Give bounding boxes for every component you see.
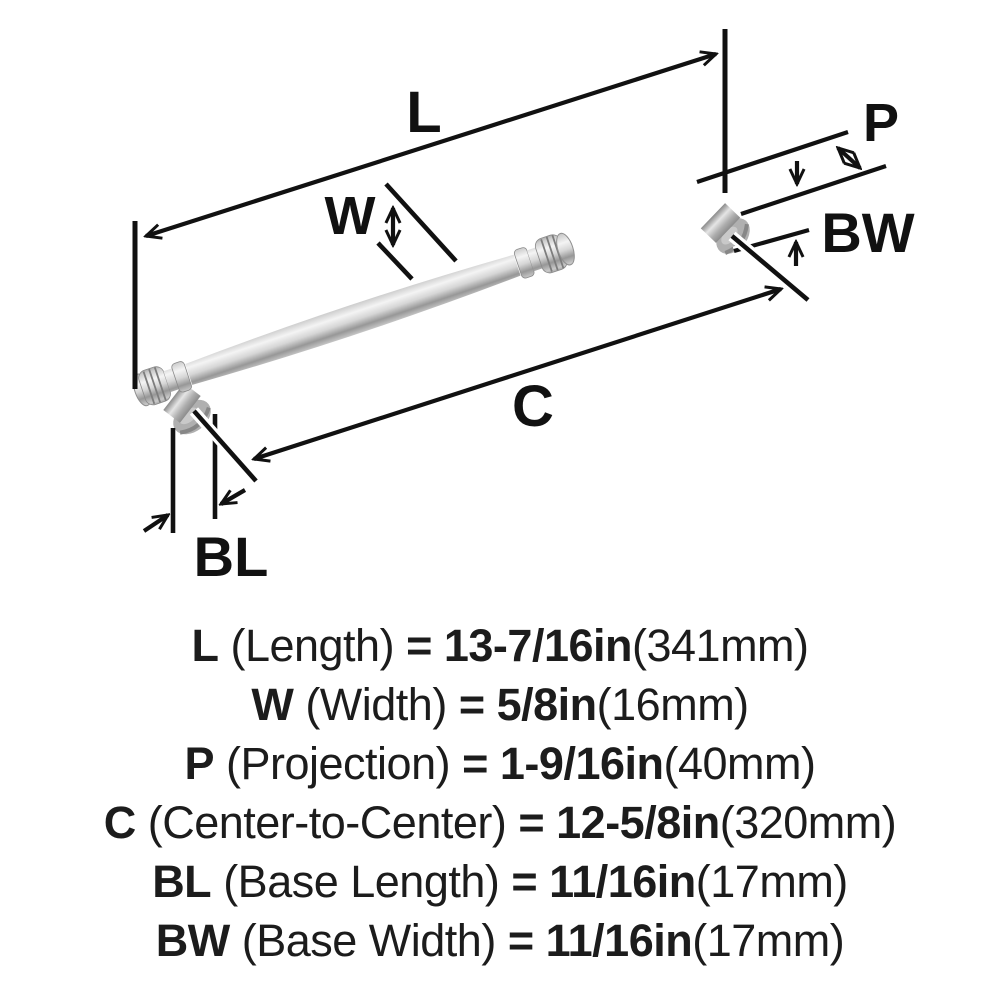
- spec-metric: (341mm): [632, 620, 809, 671]
- spec-equals: =: [458, 679, 497, 730]
- spec-code: C: [103, 797, 137, 848]
- dimension-w: [376, 182, 458, 281]
- handle-bar: [185, 254, 521, 385]
- label-width: W: [325, 186, 376, 246]
- label-base-width: BW: [821, 201, 914, 264]
- l-dimension-line: [146, 54, 716, 236]
- spec-line-projection: P (Projection) = 1-9/16in(40mm): [5, 734, 995, 793]
- dimension-spec-list: L (Length) = 13-7/16in(341mm) W (Width) …: [5, 616, 995, 970]
- c-dimension-line: [254, 289, 781, 459]
- spec-line-base-width: BW (Base Width) = 11/16in(17mm): [5, 911, 995, 970]
- handle-bar-assembly: [132, 232, 575, 407]
- spec-line-length: L (Length) = 13-7/16in(341mm): [5, 616, 995, 675]
- dimension-c: [189, 231, 812, 485]
- spec-value: 11/16in: [549, 856, 696, 907]
- spec-code: P: [184, 738, 215, 789]
- c-right-extent-tick: [730, 234, 810, 302]
- spec-metric: (320mm): [719, 797, 897, 848]
- label-base-length: BL: [194, 525, 269, 588]
- spec-equals: =: [507, 915, 546, 966]
- left-mounting-post: [163, 383, 201, 423]
- dimension-l: [132, 29, 728, 389]
- spec-equals: =: [518, 797, 557, 848]
- p-double-arrow-icon: [838, 148, 860, 168]
- spec-value: 1-9/16in: [499, 738, 664, 789]
- label-length: L: [406, 80, 441, 145]
- spec-line-base-length: BL (Base Length) = 11/16in(17mm): [5, 852, 995, 911]
- spec-value: 11/16in: [545, 915, 693, 966]
- w-lower-extent-tick: [376, 241, 414, 281]
- spec-metric: (17mm): [695, 856, 849, 907]
- spec-metric: (17mm): [692, 915, 845, 966]
- spec-metric: (40mm): [663, 738, 817, 789]
- c-left-extent-tick: [192, 409, 258, 483]
- spec-name: (Width): [293, 679, 459, 730]
- spec-code: BW: [155, 915, 230, 966]
- spec-equals: =: [406, 620, 444, 671]
- spec-metric: (16mm): [596, 679, 750, 730]
- spec-name: (Base Length): [211, 856, 512, 907]
- pull-handle-dimension-diagram: L W P BW C BL: [132, 29, 915, 588]
- bl-left-arrow-icon: [142, 515, 168, 533]
- spec-name: (Projection): [214, 738, 463, 789]
- spec-line-center-to-center: C (Center-to-Center) = 12-5/8in(320mm): [5, 793, 995, 852]
- spec-equals: =: [462, 738, 500, 789]
- spec-code: BL: [152, 856, 212, 907]
- left-knurl-grooves: [142, 367, 167, 405]
- spec-line-width: W (Width) = 5/8in(16mm): [5, 675, 995, 734]
- spec-name: (Base Width): [229, 915, 508, 966]
- spec-value: 12-5/8in: [556, 797, 720, 848]
- left-collar-ring: [171, 361, 192, 393]
- w-upper-extent-tick: [384, 182, 458, 263]
- spec-code: W: [251, 679, 294, 730]
- spec-value: 13-7/16in: [443, 620, 633, 671]
- label-center-to-center: C: [512, 374, 554, 439]
- dimension-p: [696, 130, 888, 219]
- label-projection: P: [863, 93, 899, 153]
- spec-code: L: [191, 620, 219, 671]
- p-upper-extent-line: [696, 130, 849, 184]
- left-neck: [163, 368, 179, 393]
- spec-name: (Center-to-Center): [135, 797, 519, 848]
- spec-value: 5/8in: [496, 679, 598, 730]
- spec-equals: =: [511, 856, 550, 907]
- bl-right-arrow-icon: [221, 488, 247, 506]
- spec-name: (Length): [218, 620, 407, 671]
- right-neck: [526, 247, 543, 272]
